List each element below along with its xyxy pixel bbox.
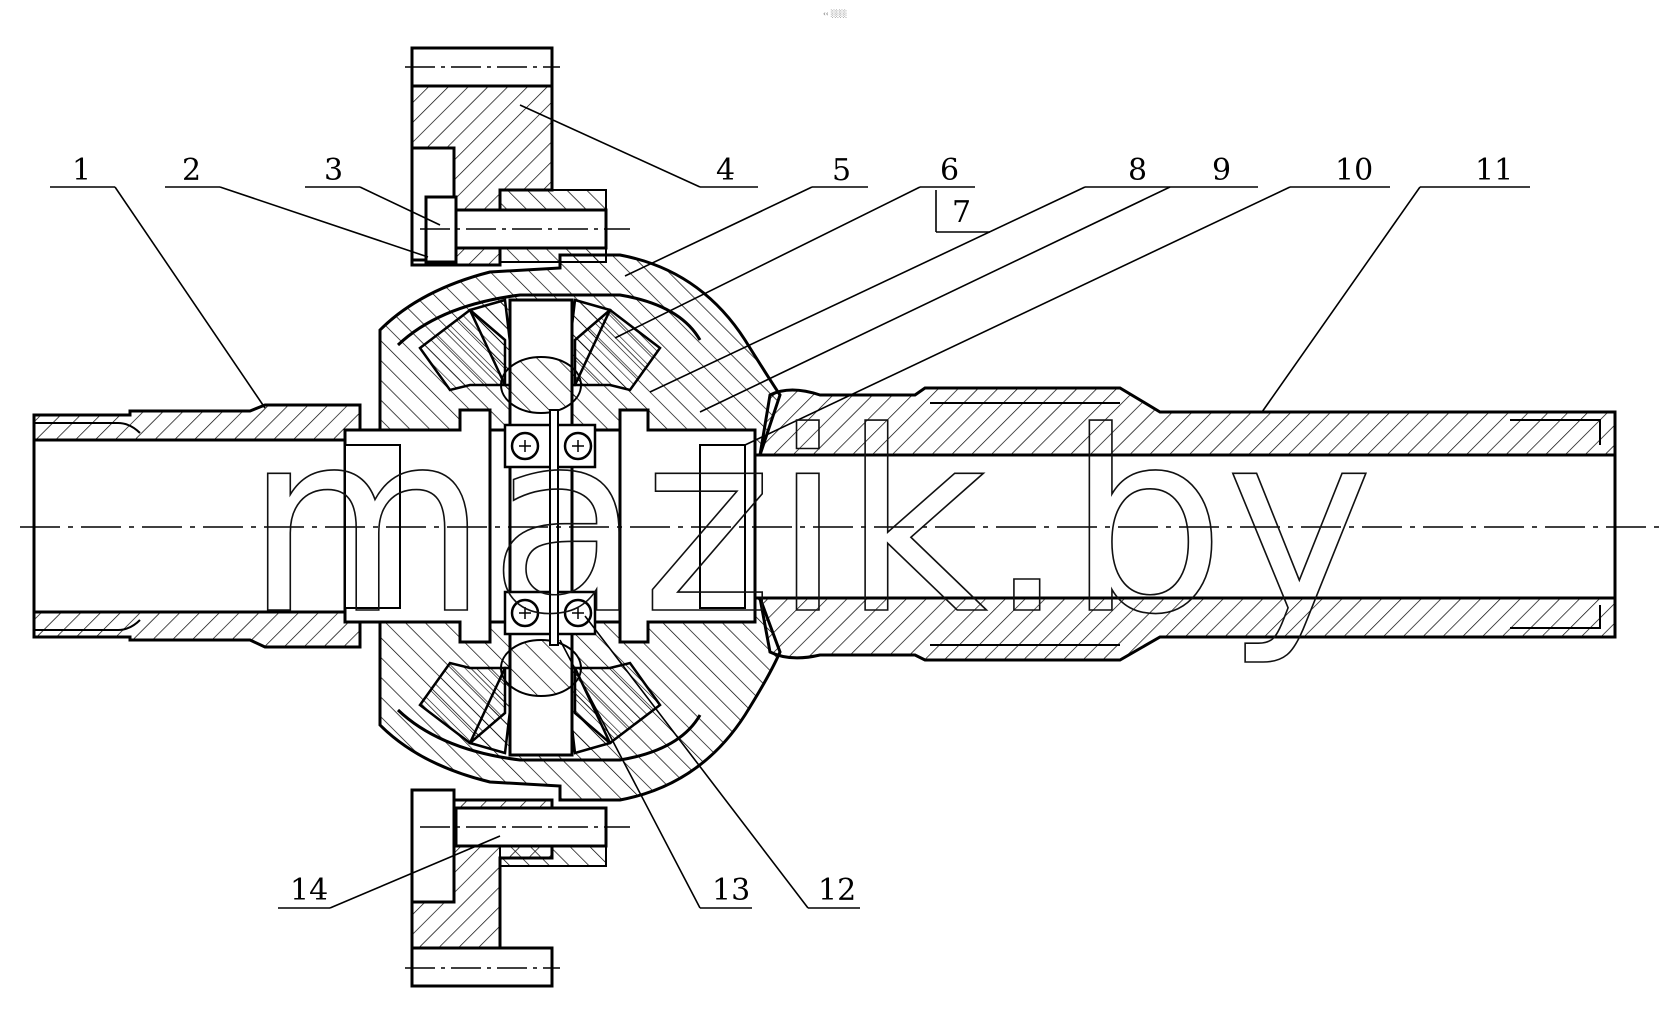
callout-3: 3 xyxy=(324,153,343,188)
callout-labels: 1 2 3 4 5 6 7 8 9 10 11 12 13 14 xyxy=(72,153,1513,908)
header-mark: ‹‹ ░░░ xyxy=(823,9,847,18)
callout-5: 5 xyxy=(832,153,851,188)
leader-lines xyxy=(50,104,1530,909)
callout-13: 13 xyxy=(712,873,750,908)
watermark-text: mazik.by xyxy=(245,378,1373,669)
callout-7: 7 xyxy=(952,195,971,230)
callout-6: 6 xyxy=(940,153,959,188)
pinion-gear-lower-left xyxy=(418,661,517,755)
right-axle-shaft xyxy=(758,386,1617,662)
side-gear-left xyxy=(343,408,492,644)
flange-bolt-lower xyxy=(420,806,630,867)
pinion-gear-upper-right xyxy=(563,298,662,392)
callout-10: 10 xyxy=(1335,153,1373,188)
callout-4: 4 xyxy=(716,153,735,188)
callout-11: 11 xyxy=(1475,153,1513,188)
callout-9: 9 xyxy=(1212,153,1231,188)
callout-1: 1 xyxy=(72,153,91,188)
flange-bolt-upper xyxy=(420,189,630,264)
left-axle-shaft xyxy=(32,403,362,649)
callout-2: 2 xyxy=(182,153,201,188)
callout-14: 14 xyxy=(290,873,328,908)
callout-8: 8 xyxy=(1128,153,1147,188)
pinion-gear-upper-left xyxy=(418,298,517,392)
callout-12: 12 xyxy=(818,873,856,908)
